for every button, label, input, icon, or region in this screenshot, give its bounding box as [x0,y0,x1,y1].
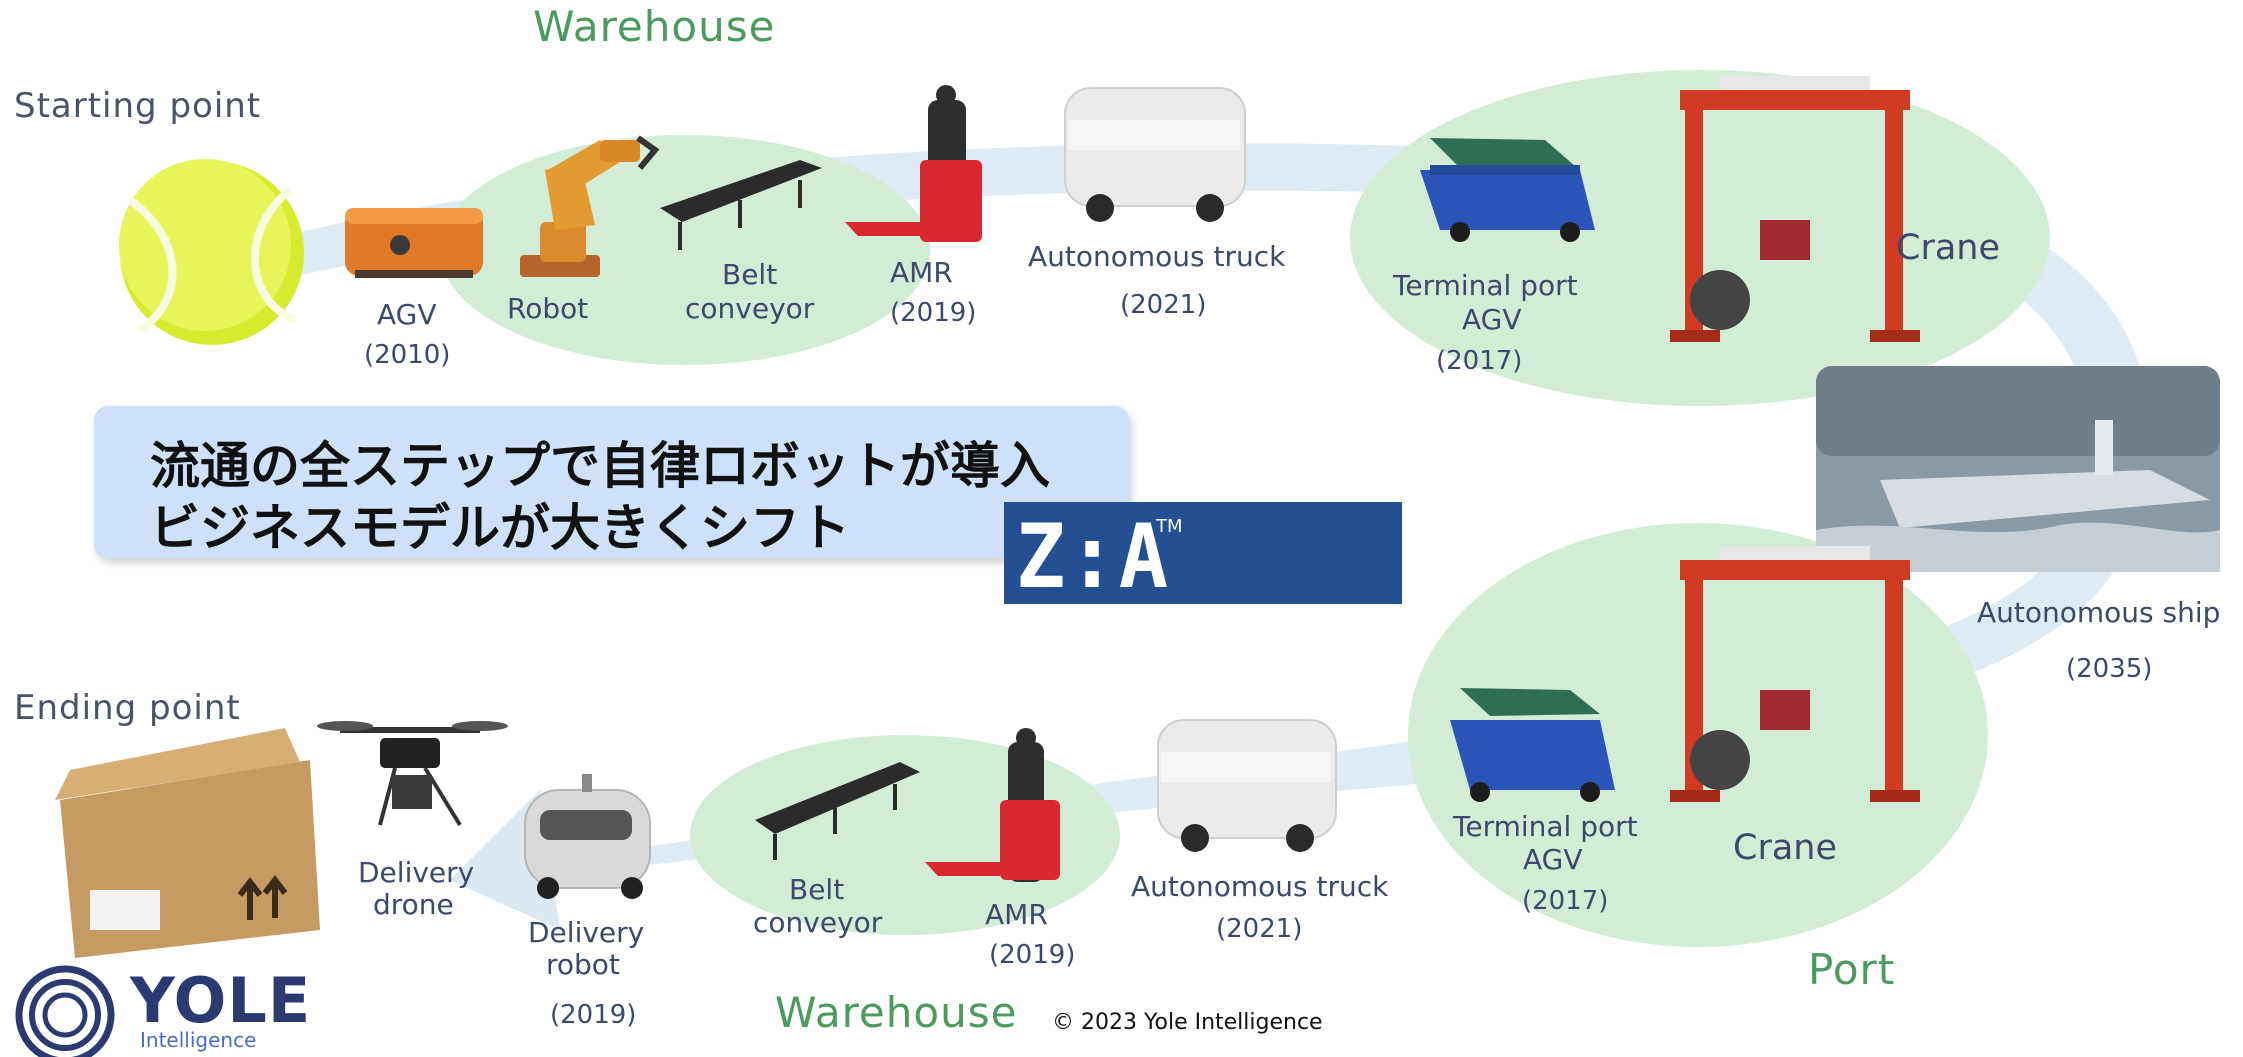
belt-conveyor-label-bottom-line2: conveyor [753,906,883,939]
amr-year: (2019) [890,298,977,328]
headline-line2: ビジネスモデルが大きくシフト [150,499,850,557]
autonomous-ship-label: Autonomous ship [1977,596,2221,629]
zia-move-logo: Z:A MOVE TM [1004,502,1402,604]
autonomous-truck-year-bottom: (2021) [1216,914,1303,944]
autonomous-truck-icon-bottom [1157,719,1337,852]
zia-move-trademark: TM [1156,516,1183,537]
belt-conveyor-label-bottom-line1: Belt [789,873,845,906]
ending-point-label: Ending point [14,688,241,728]
port-label: Port [1808,945,1896,994]
amr-icon-bottom [925,728,1060,882]
warehouse-bottom-label: Warehouse [775,988,1018,1037]
agv-year: (2010) [364,340,451,370]
headline-line1: 流通の全ステップで自律ロボットが導入 [150,437,1050,495]
package-box-icon [55,728,320,958]
delivery-robot-label-line1: Delivery [528,916,645,949]
terminal-port-agv-year: (2017) [1436,346,1523,376]
belt-conveyor-icon-bottom [755,762,920,860]
terminal-port-agv-label-line1: Terminal port [1393,269,1578,302]
tennis-ball-icon [119,159,304,345]
delivery-drone-icon [317,721,508,827]
warehouse-top-label: Warehouse [533,2,776,51]
autonomous-ship-image [1816,366,2220,572]
crane-icon-bottom [1670,546,1920,802]
autonomous-truck-label-bottom: Autonomous truck [1131,870,1389,903]
robot-label: Robot [507,292,589,325]
agv-label: AGV [377,298,437,331]
robot-arm-icon [520,135,660,277]
terminal-port-agv-label-bottom-line1: Terminal port [1453,810,1638,843]
amr-year-bottom: (2019) [989,940,1076,970]
delivery-robot-label-line2: robot [546,948,620,981]
delivery-drone-label-line2: drone [373,888,454,921]
amr-label: AMR [890,256,953,289]
amr-label-bottom: AMR [985,898,1048,931]
agv-icon [345,208,483,278]
terminal-port-agv-label-bottom-line2: AGV [1523,843,1583,876]
crane-label-bottom: Crane [1733,828,1837,868]
crane-label: Crane [1896,228,2000,268]
yole-logo: YOLE Intelligence [15,964,310,1057]
yole-logo-subtitle: Intelligence [140,1028,257,1052]
autonomous-truck-year: (2021) [1120,290,1207,320]
crane-icon [1670,76,1920,342]
delivery-robot-year: (2019) [550,1000,637,1030]
terminal-port-agv-label-line2: AGV [1462,303,1522,336]
amr-icon [845,85,982,242]
yole-logo-icon [15,965,115,1057]
yole-logo-word: YOLE [130,964,312,1037]
autonomous-ship-year: (2035) [2066,654,2153,684]
terminal-port-agv-year-bottom: (2017) [1522,886,1609,916]
warehouse-top-zone [440,135,930,365]
headline-banner [94,406,1129,558]
belt-conveyor-label-line2: conveyor [685,292,815,325]
delivery-drone-label-line1: Delivery [358,856,475,889]
terminal-port-agv-icon-bottom [1450,688,1615,802]
delivery-robot-icon [524,774,651,899]
autonomous-truck-label: Autonomous truck [1028,240,1286,273]
starting-point-label: Starting point [14,86,262,126]
copyright-text: © 2023 Yole Intelligence [1052,1010,1323,1035]
belt-conveyor-label-line1: Belt [722,258,778,291]
terminal-port-agv-icon [1420,138,1595,242]
belt-conveyor-icon [660,160,822,250]
autonomous-truck-icon [1064,87,1246,222]
zia-move-logo-text: Z:A MOVE [1016,506,1171,604]
